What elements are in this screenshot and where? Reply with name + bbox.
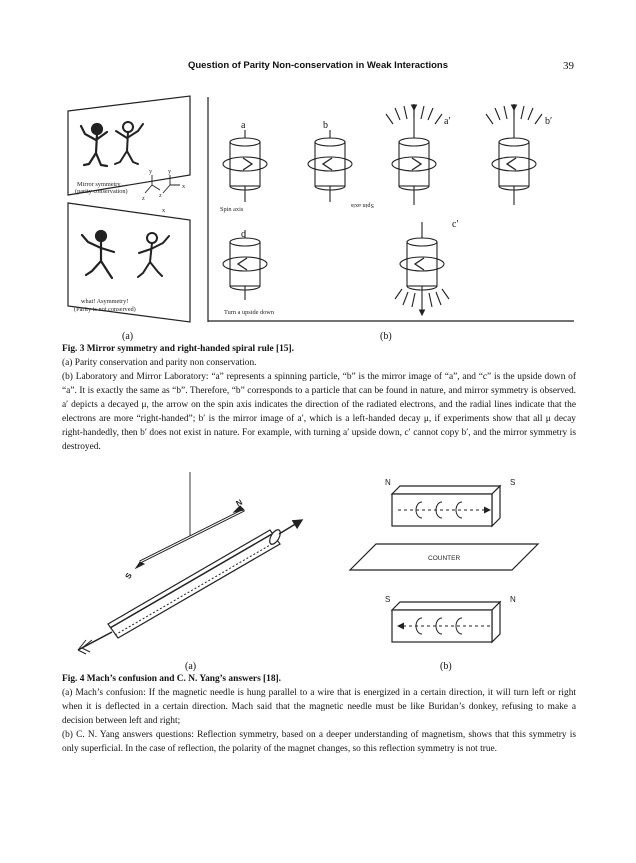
axis-triad	[144, 175, 180, 194]
top-magnet	[390, 484, 502, 528]
upper-figure-left	[79, 122, 109, 168]
svg-text:y: y	[168, 168, 172, 175]
needle-n-label: N	[235, 498, 244, 509]
counter-plate: COUNTER	[348, 543, 540, 571]
fig4-caption: Fig. 4 Mach’s confusion and C. N. Yang’s…	[62, 672, 576, 756]
svg-text:Mirror symmetry: Mirror symmetry	[77, 181, 121, 188]
svg-text:b′: b′	[545, 116, 552, 127]
fig3-panel-a: Mirror symmetry (parity conservation) y …	[67, 95, 191, 342]
needle-s-label: S	[123, 571, 134, 581]
figure-4: N S (a) N	[77, 472, 540, 672]
lower-mirror-plane	[67, 202, 191, 323]
cylinder-b-prime	[485, 104, 543, 205]
fig3-caption: Fig. 3 Mirror symmetry and right-handed …	[62, 342, 576, 454]
svg-text:x: x	[162, 207, 166, 214]
fig4-panel-b: N S COUNTER S N (b)	[348, 478, 540, 672]
svg-text:x: x	[182, 183, 186, 190]
svg-text:(parity conservation): (parity conservation)	[75, 188, 128, 195]
svg-text:z: z	[142, 195, 145, 202]
fig3-panel-b-label: (b)	[380, 331, 392, 342]
svg-text:b: b	[323, 120, 328, 131]
lower-figure-left	[80, 229, 116, 280]
lower-figure-right	[137, 232, 170, 278]
lower-mirror-text: what! Asymmetry! (Parity is not conserve…	[74, 298, 136, 313]
fig3-caption-line: (a) Parity conservation and parity non c…	[62, 358, 257, 368]
svg-text:S: S	[385, 595, 390, 604]
fig3-caption-head: Fig. 3 Mirror symmetry and right-handed …	[62, 344, 294, 354]
svg-text:a: a	[241, 120, 246, 131]
magnetic-needle	[134, 505, 246, 570]
svg-text:Spin axis: Spin axis	[220, 206, 244, 213]
cylinder-a	[222, 130, 268, 202]
svg-text:Turn a upside down: Turn a upside down	[224, 309, 275, 316]
svg-text:c′: c′	[452, 219, 459, 230]
cylinder-b	[307, 130, 353, 202]
upper-mirror-text: Mirror symmetry (parity conservation)	[75, 181, 128, 195]
cylinder-a-prime	[385, 104, 443, 205]
fig4-caption-line: (b) C. N. Yang answers questions: Reflec…	[62, 730, 576, 754]
svg-text:a′: a′	[444, 116, 451, 127]
svg-text:N: N	[510, 595, 516, 604]
fig4-panel-a-label: (a)	[185, 661, 196, 672]
running-head: Question of Parity Non-conservation in W…	[0, 60, 636, 76]
running-title: Question of Parity Non-conservation in W…	[187, 60, 449, 71]
page-number: 39	[563, 60, 574, 72]
svg-text:S: S	[510, 478, 515, 487]
svg-text:y: y	[149, 168, 153, 175]
figure-3: Mirror symmetry (parity conservation) y …	[67, 95, 574, 342]
fig4-panel-b-label: (b)	[440, 661, 452, 672]
svg-text:COUNTER: COUNTER	[428, 555, 460, 562]
svg-text:N: N	[385, 478, 391, 487]
svg-text:Spin axis: Spin axis	[350, 202, 374, 209]
fig3-panel-b: a Spin axis b Spin axis	[207, 97, 574, 342]
fig3-panel-a-label: (a)	[122, 331, 133, 342]
cylinder-c	[222, 230, 268, 300]
fig4-caption-head: Fig. 4 Mach’s confusion and C. N. Yang’s…	[62, 674, 282, 684]
current-wire	[77, 519, 304, 655]
svg-text:what! Asymmetry!: what! Asymmetry!	[81, 298, 128, 305]
svg-text:c: c	[241, 229, 246, 240]
svg-text:(Parity is not conserved): (Parity is not conserved)	[74, 306, 136, 313]
bottom-magnet	[390, 600, 502, 644]
fig4-panel-a: N S (a)	[77, 472, 304, 672]
fig3-caption-line: (b) Laboratory and Mirror Laboratory: “a…	[62, 372, 576, 452]
upper-figure-right	[114, 121, 144, 165]
upper-mirror-plane	[67, 95, 191, 196]
fig4-caption-line: (a) Mach’s confusion: If the magnetic ne…	[62, 688, 576, 726]
cylinder-c-prime	[394, 222, 450, 317]
svg-text:z: z	[159, 192, 162, 199]
